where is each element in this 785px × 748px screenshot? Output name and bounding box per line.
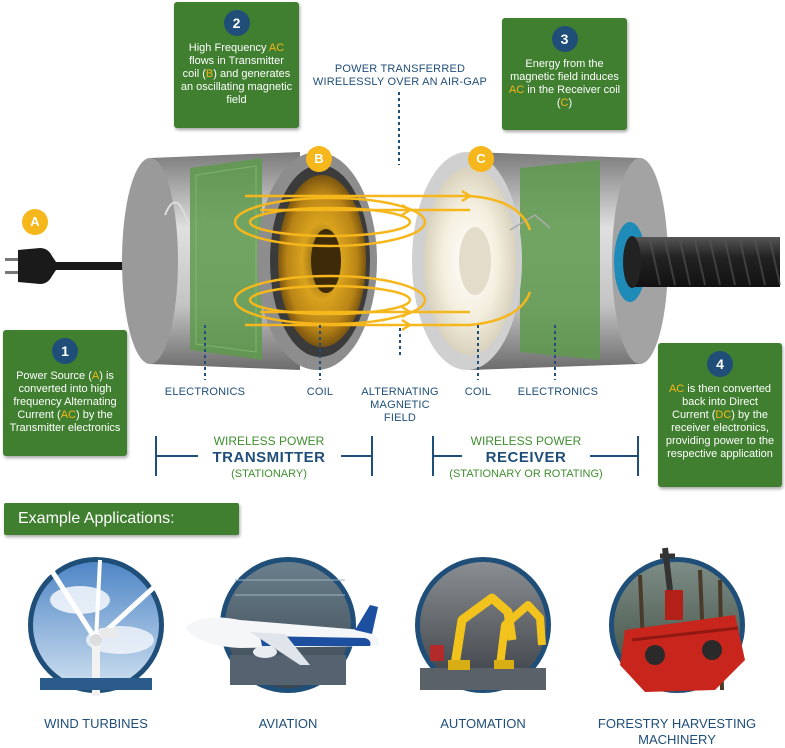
- step-2-text: High Frequency AC flows in Transmitter c…: [180, 42, 293, 106]
- callout-step-1: 1 Power Source (A) is converted into hig…: [3, 330, 127, 456]
- leader-lines: [204, 92, 556, 380]
- electronics-label-left: ELECTRONICS: [164, 386, 246, 398]
- forestry-machinery-image: [609, 547, 745, 693]
- output-shaft: [614, 222, 781, 302]
- step-1-text: Power Source (A) is converted into high …: [9, 370, 121, 434]
- electronics-label-right: ELECTRONICS: [517, 386, 599, 398]
- step-2-badge: 2: [223, 10, 250, 36]
- step-3-badge: 3: [551, 26, 578, 52]
- transmitter-housing: [122, 152, 377, 370]
- app-label-wind-turbines: WIND TURBINES: [44, 716, 148, 731]
- coil-label-left: COIL: [306, 386, 334, 398]
- transmitter-bracket: [155, 436, 373, 476]
- callout-step-3: 3 Energy from the magnetic field induces…: [502, 18, 627, 130]
- example-applications-banner: Example Applications:: [4, 503, 239, 535]
- callout-step-4: 4 AC is then converted back into Direct …: [658, 343, 782, 487]
- app-label-aviation: AVIATION: [258, 716, 318, 731]
- step-3-text: Energy from the magnetic field induces A…: [508, 58, 621, 109]
- wind-turbine-image: [28, 556, 188, 696]
- letter-b-marker: B: [306, 146, 332, 172]
- magnetic-field-lines: [233, 189, 532, 332]
- step-4-badge: 4: [707, 351, 733, 377]
- step-1-badge: 1: [52, 338, 78, 364]
- coil-label-right: COIL: [464, 386, 492, 398]
- step-4-text: AC is then converted back into Direct Cu…: [665, 383, 775, 460]
- receiver-bracket: [432, 436, 639, 476]
- air-gap-heading: POWER TRANSFERRED WIRELESSLY OVER AN AIR…: [312, 63, 488, 88]
- power-plug-icon: [5, 248, 126, 284]
- letter-a-marker: A: [22, 209, 48, 235]
- alternating-field-label: ALTERNATING MAGNETIC FIELD: [361, 386, 439, 424]
- automation-image: [415, 557, 551, 693]
- aviation-image: [185, 557, 379, 693]
- letter-c-marker: C: [468, 146, 494, 172]
- app-label-forestry-harvesting: FORESTRY HARVESTING MACHINERY: [597, 716, 757, 747]
- app-label-automation: AUTOMATION: [440, 716, 526, 731]
- callout-step-2: 2 High Frequency AC flows in Transmitter…: [174, 2, 299, 128]
